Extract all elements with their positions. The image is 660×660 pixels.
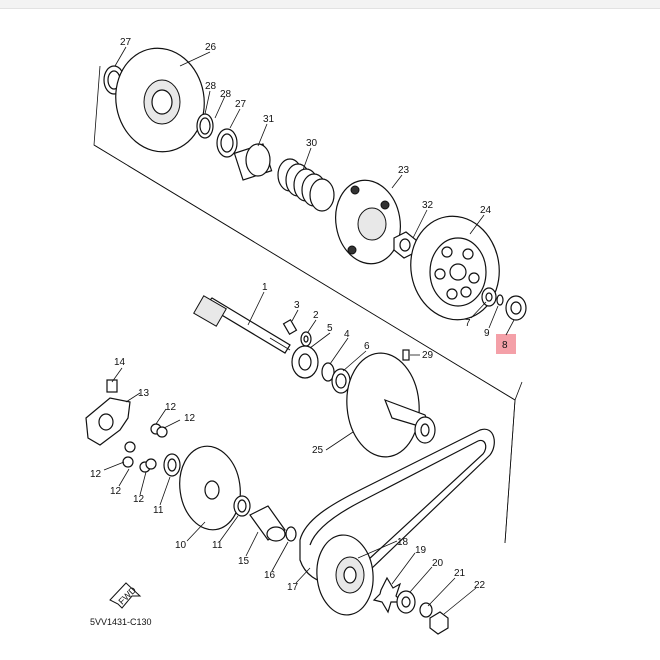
part-18-drive-pulley[interactable] bbox=[314, 533, 377, 618]
callout-11-a[interactable]: 11 bbox=[153, 505, 164, 516]
callout-labels: 27 26 28 28 27 31 30 23 32 24 7 9 8 1 3 … bbox=[90, 37, 508, 593]
callout-2[interactable]: 2 bbox=[313, 310, 319, 321]
part-6-oil-seal[interactable] bbox=[331, 368, 351, 394]
part-23-clutch-carrier[interactable] bbox=[329, 175, 407, 269]
callout-29[interactable]: 29 bbox=[422, 350, 434, 361]
callout-11-b[interactable]: 11 bbox=[212, 540, 223, 551]
part-29-pin[interactable] bbox=[402, 349, 410, 361]
callout-3[interactable]: 3 bbox=[294, 300, 300, 311]
highlight-box bbox=[496, 334, 516, 354]
callout-12-a[interactable]: 12 bbox=[165, 402, 177, 413]
callout-12-d[interactable]: 12 bbox=[110, 486, 122, 497]
callout-14[interactable]: 14 bbox=[114, 357, 126, 368]
part-25-fixed-sheave[interactable] bbox=[343, 350, 436, 460]
part-8-bearing[interactable] bbox=[505, 295, 527, 321]
callout-10[interactable]: 10 bbox=[175, 540, 187, 551]
callout-9[interactable]: 9 bbox=[484, 328, 490, 339]
part-24-clutch-housing[interactable] bbox=[403, 209, 508, 327]
callout-21[interactable]: 21 bbox=[454, 568, 466, 579]
reference-outline-right bbox=[504, 399, 516, 544]
part-26-sliding-sheave[interactable] bbox=[108, 41, 213, 159]
part-20-washer[interactable] bbox=[396, 590, 416, 614]
callout-32[interactable]: 32 bbox=[422, 200, 434, 211]
part-2-washer[interactable] bbox=[300, 331, 312, 347]
callout-12-c[interactable]: 12 bbox=[90, 469, 102, 480]
top-bar bbox=[0, 0, 660, 9]
callout-6[interactable]: 6 bbox=[364, 341, 370, 352]
callout-16[interactable]: 16 bbox=[264, 570, 276, 581]
part-3-bolt[interactable] bbox=[282, 318, 298, 336]
part-1-shaft[interactable] bbox=[193, 295, 291, 354]
part-31-collar[interactable] bbox=[233, 143, 273, 181]
callout-12-e[interactable]: 12 bbox=[133, 494, 145, 505]
callout-23[interactable]: 23 bbox=[398, 165, 410, 176]
part-16-washer[interactable] bbox=[285, 526, 297, 542]
part-11-oil-seal[interactable] bbox=[163, 453, 181, 477]
part-32-nut[interactable] bbox=[393, 231, 417, 259]
callout-31[interactable]: 31 bbox=[263, 114, 275, 125]
callout-25[interactable]: 25 bbox=[312, 445, 324, 456]
part-27-oring[interactable] bbox=[216, 128, 238, 158]
callout-17[interactable]: 17 bbox=[287, 582, 299, 593]
part-12-weight-roller[interactable] bbox=[122, 423, 168, 473]
part-13-cam-plate[interactable] bbox=[85, 397, 131, 446]
callout-20[interactable]: 20 bbox=[432, 558, 444, 569]
part-22-nut[interactable] bbox=[429, 611, 449, 635]
callout-22[interactable]: 22 bbox=[474, 580, 486, 591]
reference-outline-base bbox=[93, 144, 516, 401]
callout-27-b[interactable]: 27 bbox=[235, 99, 247, 110]
callout-18[interactable]: 18 bbox=[397, 537, 409, 548]
diagram-code: 5VV1431-C130 bbox=[90, 617, 152, 627]
part-11-oil-seal-2[interactable] bbox=[233, 495, 251, 517]
part-5-bearing[interactable] bbox=[291, 345, 319, 379]
callout-24[interactable]: 24 bbox=[480, 205, 492, 216]
callout-8[interactable]: 8 bbox=[502, 340, 508, 351]
part-21-washer[interactable] bbox=[419, 602, 433, 618]
callout-30[interactable]: 30 bbox=[306, 138, 318, 149]
callout-4[interactable]: 4 bbox=[344, 329, 350, 340]
callout-19[interactable]: 19 bbox=[415, 545, 427, 556]
callout-27-top[interactable]: 27 bbox=[120, 37, 132, 48]
part-30-spring[interactable] bbox=[277, 158, 335, 212]
callout-26[interactable]: 26 bbox=[205, 42, 217, 53]
callout-7[interactable]: 7 bbox=[465, 318, 471, 329]
part-15-collar[interactable] bbox=[249, 505, 286, 542]
part-7-washer[interactable] bbox=[481, 287, 497, 307]
callout-28-a[interactable]: 28 bbox=[205, 81, 217, 92]
leader-lines bbox=[103, 46, 515, 615]
callout-28-b[interactable]: 28 bbox=[220, 89, 232, 100]
part-14-slider[interactable] bbox=[106, 379, 118, 393]
part-9-circlip[interactable] bbox=[496, 294, 504, 306]
part-28-ring[interactable] bbox=[196, 113, 214, 139]
part-4-circlip[interactable] bbox=[321, 362, 335, 382]
fwd-arrow-icon bbox=[109, 582, 142, 609]
callout-13[interactable]: 13 bbox=[138, 388, 150, 399]
callout-5[interactable]: 5 bbox=[327, 323, 333, 334]
callout-15[interactable]: 15 bbox=[238, 556, 250, 567]
callout-12-b[interactable]: 12 bbox=[184, 413, 196, 424]
part-10-primary-sheave[interactable] bbox=[174, 442, 245, 534]
callout-1[interactable]: 1 bbox=[262, 282, 268, 293]
